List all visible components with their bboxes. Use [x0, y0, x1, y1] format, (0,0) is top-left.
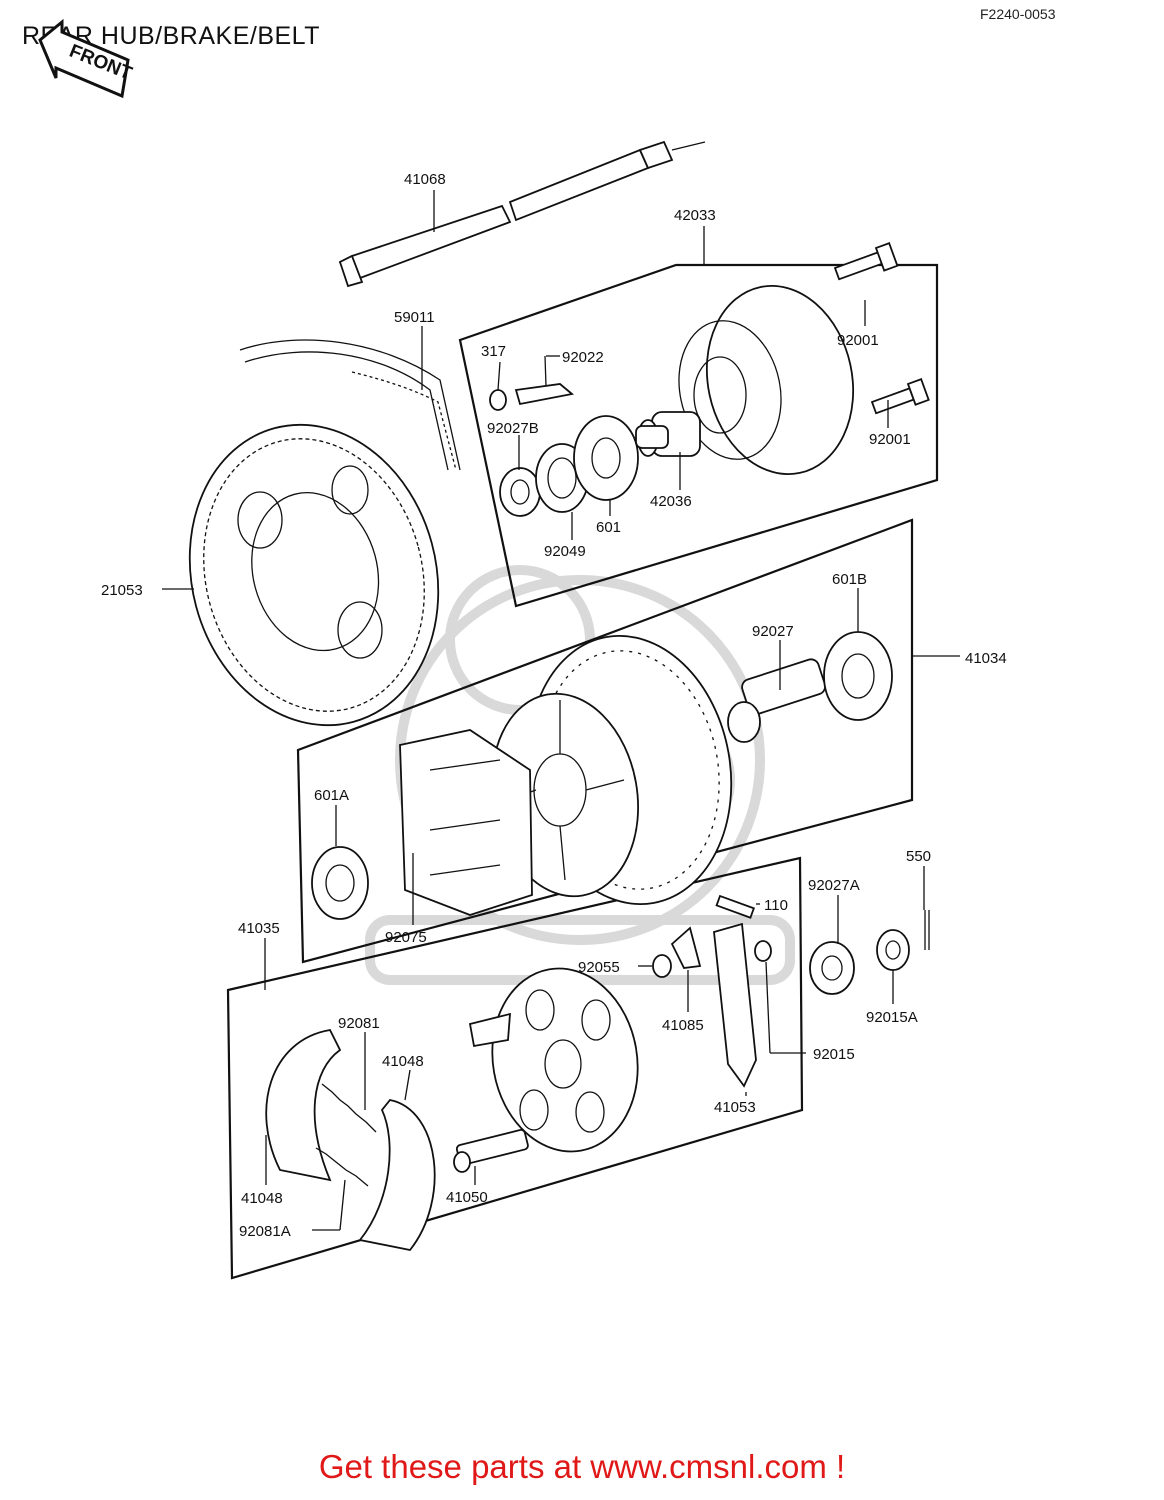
diagram-code: F2240-0053: [980, 6, 1056, 22]
callout-110: 110: [764, 897, 788, 914]
camshaft-41050: [453, 1129, 529, 1173]
get-parts-link[interactable]: Get these parts at www.cmsnl.com !: [318, 1448, 846, 1485]
callout-42033: 42033: [674, 207, 716, 224]
callout-labels: 41068 42033 59011 317 92022 92001 92001 …: [101, 171, 1007, 1240]
bearing-601A: [311, 846, 369, 920]
frame-41034: [296, 518, 914, 964]
callout-41048-right: 41048: [382, 1053, 424, 1070]
callout-550: 550: [906, 848, 931, 865]
damper-92075: [399, 729, 533, 916]
brake-panel: [468, 967, 639, 1153]
callout-92015A: 92015A: [866, 1009, 918, 1026]
callout-41053: 41053: [714, 1099, 756, 1116]
axle-nut-92015A: [876, 929, 910, 971]
nut-92015: [754, 940, 772, 962]
callout-601: 601: [596, 519, 621, 536]
brake-shoe-41048-left: [265, 1029, 342, 1182]
rear-axle: [338, 140, 706, 288]
callout-42036: 42036: [650, 493, 692, 510]
plate-92022: [514, 383, 575, 406]
washer-92055: [652, 954, 672, 978]
callout-92015: 92015: [813, 1046, 855, 1063]
callout-92081A: 92081A: [239, 1223, 291, 1240]
frame-42033: [458, 263, 939, 608]
callout-41068: 41068: [404, 171, 446, 188]
front-arrow-icon: FRONT: [38, 18, 135, 99]
callout-317: 317: [481, 343, 506, 360]
indicator-41085: [670, 926, 702, 969]
callout-601B: 601B: [832, 571, 867, 588]
collar-92027A: [809, 941, 855, 995]
hub-coupling: [637, 284, 855, 476]
callout-92055: 92055: [578, 959, 620, 976]
callout-92001-lower: 92001: [869, 431, 911, 448]
bearing-601: [573, 415, 639, 501]
callout-59011: 59011: [394, 309, 435, 326]
callout-92075: 92075: [385, 929, 427, 946]
callout-41085: 41085: [662, 1017, 704, 1034]
brake-shoe-41048-right: [358, 1099, 436, 1251]
leader-lines: [162, 190, 960, 1231]
rear-sprocket: [188, 423, 440, 727]
callout-41050: 41050: [446, 1189, 488, 1206]
cotter-pin-550: [924, 910, 930, 950]
callout-21053: 21053: [101, 582, 143, 599]
callout-41048-left: 41048: [241, 1190, 283, 1207]
bolt-92001-upper: [833, 242, 899, 281]
drive-belt: [239, 339, 461, 471]
spring-92081: [321, 1083, 377, 1133]
spacer-42036: [635, 425, 669, 449]
callout-92049: 92049: [544, 543, 586, 560]
brake-lever-41053: [713, 922, 757, 1088]
callout-92027: 92027: [752, 623, 794, 640]
callout-601A: 601A: [314, 787, 349, 804]
callout-41035: 41035: [238, 920, 280, 937]
callout-41034: 41034: [965, 650, 1007, 667]
bolt-110: [715, 894, 755, 919]
callout-92022: 92022: [562, 349, 604, 366]
bolt-92001-lower: [870, 378, 930, 415]
frame-41035: [226, 856, 804, 1280]
callout-92027A: 92027A: [808, 877, 860, 894]
collar-92027: [727, 658, 827, 743]
nut-317: [489, 389, 507, 411]
bearing-601B: [823, 631, 893, 721]
callout-92001-upper: 92001: [837, 332, 879, 349]
spring-92081A: [315, 1147, 369, 1187]
collar-92027B: [499, 467, 541, 517]
exploded-parts-diagram: FRONT: [38, 18, 1007, 1280]
callout-92081: 92081: [338, 1015, 380, 1032]
callout-92027B: 92027B: [487, 420, 539, 437]
